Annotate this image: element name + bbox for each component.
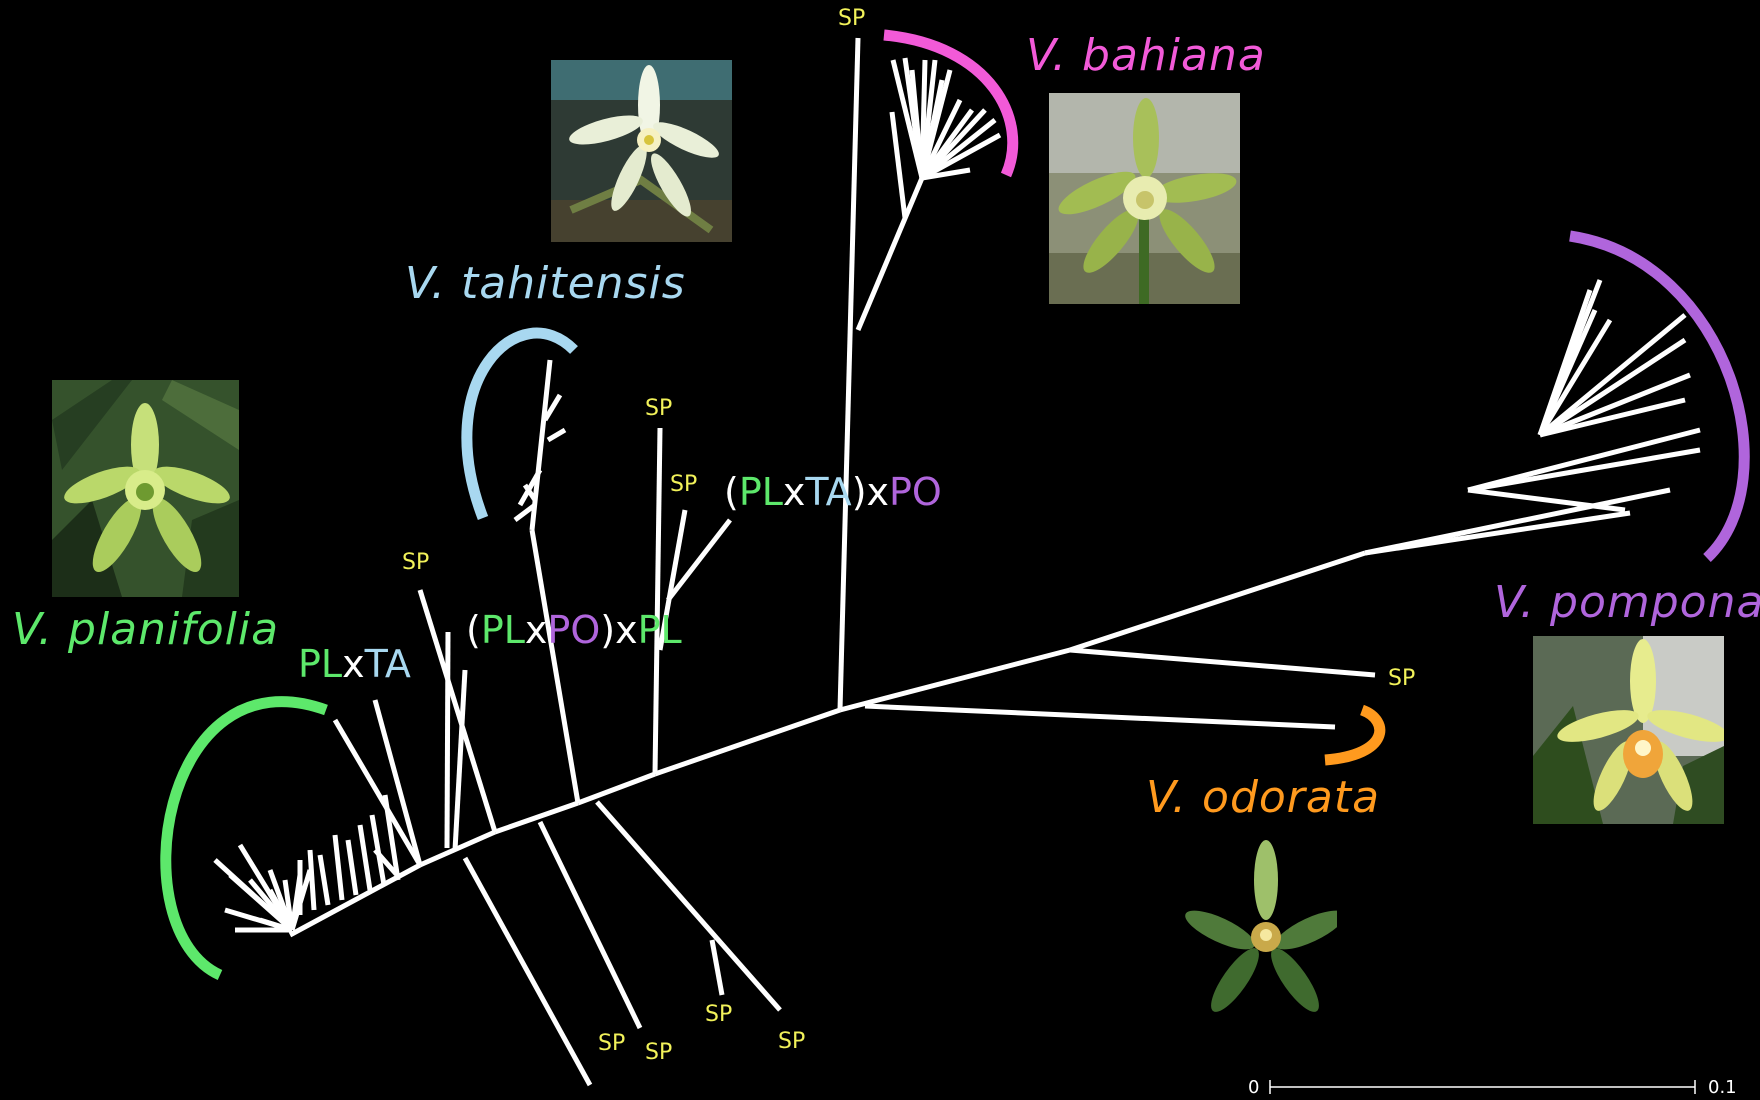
branch — [858, 178, 922, 330]
photo-pompona-flower — [1533, 636, 1724, 824]
species-label-tahitensis: V. tahitensis — [405, 258, 686, 309]
branch — [1365, 513, 1630, 553]
branch — [548, 430, 565, 440]
branch — [578, 774, 655, 803]
photo-planifolia-flower — [52, 380, 239, 597]
photo-tahitensis-flower — [551, 60, 732, 242]
branch — [865, 706, 1335, 727]
branch — [840, 650, 1070, 710]
planifolia-tip — [335, 835, 342, 900]
sp-label-upper-mid: SP — [645, 396, 672, 421]
branch — [1468, 450, 1700, 490]
hybrid-label-plxta-x-po: (PLxTA)xPO — [724, 470, 942, 514]
branch — [540, 822, 640, 1028]
branch — [1468, 430, 1700, 490]
hybrid-label-plxta: PLxTA — [298, 642, 411, 686]
branch — [495, 803, 578, 832]
branch — [1070, 553, 1365, 650]
branch — [375, 700, 420, 865]
sp-label-mid: SP — [670, 472, 697, 497]
planifolia-tip — [310, 850, 314, 910]
branch — [892, 112, 905, 218]
planifolia-tip — [360, 825, 370, 890]
branch — [532, 360, 550, 530]
planifolia-clade-arc — [166, 702, 326, 975]
sp-label-bottom-3: SP — [705, 1002, 732, 1027]
species-label-planifolia: V. planifolia — [12, 604, 279, 655]
species-label-odorata: V. odorata — [1146, 772, 1380, 823]
branch — [597, 802, 780, 1010]
planifolia-tip — [320, 855, 328, 905]
branch — [532, 530, 578, 803]
sp-label-bottom-2: SP — [645, 1040, 672, 1065]
branch — [712, 940, 722, 995]
planifolia-tip — [348, 840, 356, 895]
sp-label-top: SP — [838, 6, 865, 31]
scale-bar-max-label: 0.1 — [1708, 1077, 1737, 1098]
sp-label-bottom-1: SP — [598, 1031, 625, 1056]
species-label-pompona: V. pompona — [1494, 577, 1760, 628]
hybrid-label-plxpo-x-pl: (PLxPO)xPL — [466, 608, 682, 652]
branch — [455, 670, 465, 850]
branch — [1468, 490, 1625, 510]
sp-label-right-1: SP — [1388, 666, 1415, 691]
tree-branches — [215, 38, 1700, 1085]
branch — [655, 428, 660, 774]
branch — [447, 632, 448, 848]
branch — [1365, 490, 1670, 553]
photo-bahiana-flower — [1049, 93, 1240, 304]
photo-odorata-flower — [1180, 835, 1337, 1025]
species-label-bahiana: V. bahiana — [1026, 30, 1266, 81]
scale-bar-min-label: 0 — [1248, 1077, 1259, 1098]
branch — [1070, 650, 1375, 675]
branch — [840, 38, 858, 710]
sp-label-left: SP — [402, 550, 429, 575]
sp-label-bottom-4: SP — [778, 1029, 805, 1054]
scale-bar — [1270, 1080, 1695, 1094]
tahitensis-clade-arc — [467, 333, 574, 518]
branch — [655, 710, 840, 774]
odorata-clade-arc — [1325, 710, 1380, 760]
